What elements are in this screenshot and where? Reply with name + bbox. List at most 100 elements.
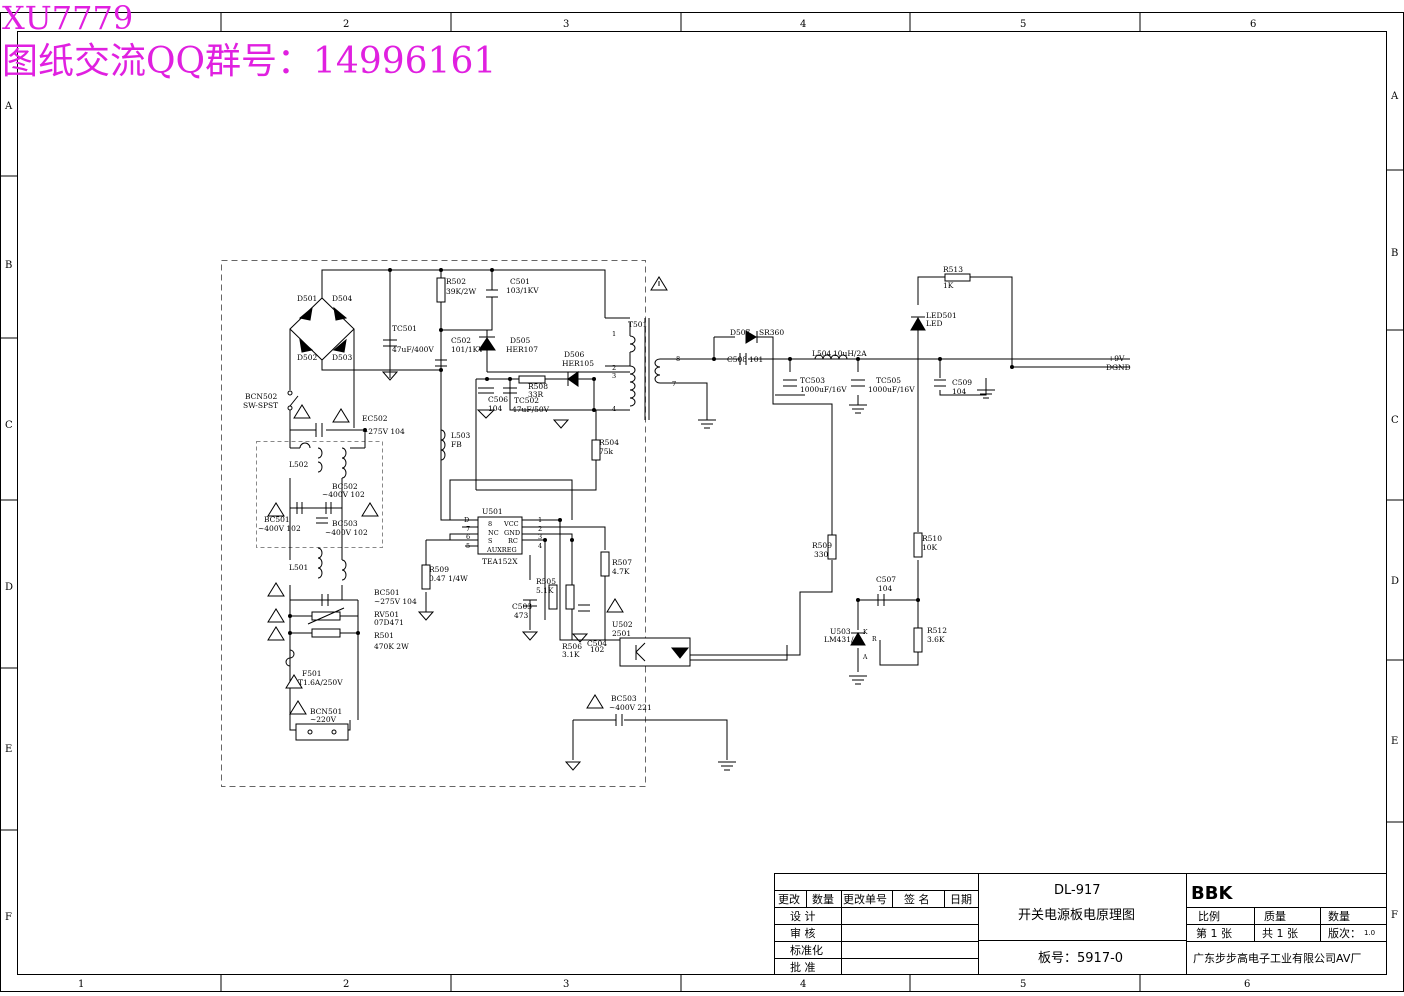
value-tc502: 47uF/50V [512, 405, 550, 414]
tb-version-value: 1.0 [1364, 929, 1375, 937]
u501-pin-d: D [464, 516, 469, 524]
watermark-id: XU7779 [2, 0, 134, 37]
tb-ratio-label: 比例 [1198, 909, 1220, 923]
zone-bottom-5: 5 [1020, 979, 1026, 990]
tb-header-change-no: 更改单号 [843, 892, 887, 906]
label-d501: D501 [297, 294, 317, 303]
label-bc501: BC501 [264, 515, 290, 524]
tb-header-change: 更改 [778, 892, 800, 906]
watermark-qq-group: 图纸交流QQ群号：14996161 [2, 41, 497, 82]
warning-icon [293, 404, 311, 419]
value-bc503-y: ~400V 221 [609, 703, 652, 712]
u501-pinno-2: 2 [538, 525, 542, 533]
tb-sheet-number: 第 1 张 [1196, 926, 1232, 940]
value-c507: 104 [878, 584, 893, 593]
value-u502: 2501 [612, 629, 631, 638]
label-c509: C509 [952, 378, 972, 387]
label-r507: R507 [612, 558, 632, 567]
label-u502: U502 [612, 620, 633, 629]
warning-icon [289, 700, 307, 715]
zone-right-f: F [1391, 910, 1398, 921]
t501-pin-2: 2 [612, 364, 616, 372]
tb-quality-label: 质量 [1264, 910, 1286, 923]
zone-top-2: 2 [343, 19, 349, 30]
label-bc503-y: BC503 [611, 694, 637, 703]
u501-pin-vcc: VCC [503, 520, 519, 528]
tb-role-review: 审 核 [790, 926, 816, 940]
tb-brand-logo: BBK [1191, 883, 1233, 904]
zone-right-b: B [1391, 248, 1398, 259]
zone-right-c: C [1391, 415, 1399, 426]
label-t501: T501 [628, 320, 647, 329]
label-r512: R512 [927, 626, 947, 635]
tb-header-qty: 数量 [812, 893, 834, 906]
label-d504: D504 [332, 294, 353, 303]
component-shapes [285, 273, 971, 741]
warning-icon [361, 502, 379, 517]
u501-pin-rc: RC [508, 537, 518, 545]
label-tc505: TC505 [876, 376, 901, 385]
zone-left-b: B [5, 260, 12, 271]
value-c506: 104 [488, 404, 503, 413]
warning-icon [586, 694, 604, 709]
tb-header-date: 日期 [950, 893, 972, 906]
value-c508: 101 [749, 355, 763, 364]
value-ec502: ~275V 104 [362, 427, 405, 436]
label-bc501-x: BC501 [374, 588, 400, 597]
value-r508: 33R [528, 390, 544, 399]
zone-top-5: 5 [1020, 19, 1026, 30]
value-c502: 101/1KV [451, 345, 484, 354]
label-tc502: TC502 [514, 396, 539, 405]
label-r505: R505 [536, 577, 556, 586]
label-r504: R504 [599, 438, 619, 447]
label-r506: R506 [562, 642, 582, 651]
label-r509-secondary: R509 [812, 541, 832, 550]
label-r508: R508 [528, 382, 548, 391]
value-l504: 10uH/2A [833, 349, 867, 358]
label-c504: C504 [587, 639, 607, 648]
value-c503: 473 [514, 611, 529, 620]
u501-pin-s: S [488, 537, 492, 545]
tb-drawing-name: 开关电源板电原理图 [1018, 908, 1135, 923]
t501-pin-7: 7 [672, 380, 676, 388]
value-bcn501: ~220V [310, 715, 337, 724]
label-d507: D507 [730, 328, 751, 337]
label-bcn501: BCN501 [310, 707, 342, 716]
zone-left-d: D [5, 582, 13, 593]
zone-bottom-1: 1 [78, 979, 84, 990]
value-bc501: ~400V 102 [258, 524, 301, 533]
value-l503: FB [451, 440, 462, 449]
zone-top-3: 3 [563, 19, 569, 30]
value-r501: 470K 2W [374, 642, 409, 651]
label-c508: C508 [727, 355, 747, 364]
primary-area-outline [221, 260, 646, 787]
wires [289, 269, 1130, 760]
label-r513: R513 [943, 265, 963, 274]
u503-pin-k: K [863, 629, 868, 636]
label-d503: D503 [332, 353, 353, 362]
u501-pin-8: 8 [488, 520, 492, 528]
label-bc503-emi: BC503 [332, 519, 358, 528]
label-bc502: BC502 [332, 482, 358, 491]
label-d505: D505 [510, 336, 531, 345]
value-led501: LED [926, 319, 942, 328]
u501-pinno-3: 3 [538, 533, 542, 541]
u501-pin-auxreg: AUXREG [486, 546, 517, 554]
value-d505: HER107 [506, 345, 538, 354]
t501-pin-8: 8 [676, 355, 680, 363]
value-r513: 1K [943, 281, 954, 290]
u501-pin-gnd: GND [504, 529, 520, 537]
outer-frame [0, 12, 1404, 992]
zone-top-4: 4 [800, 19, 806, 30]
t501-pin-4: 4 [612, 405, 616, 413]
value-d507: SR360 [759, 328, 784, 337]
label-c507: C507 [876, 575, 896, 584]
label-output-dgnd: DGND [1106, 363, 1131, 372]
emi-filter-outline [256, 441, 383, 548]
value-r507: 4.7K [612, 567, 630, 576]
tb-header-signature: 签 名 [904, 892, 930, 906]
label-c503: C503 [512, 602, 532, 611]
warning-icon [285, 674, 303, 689]
